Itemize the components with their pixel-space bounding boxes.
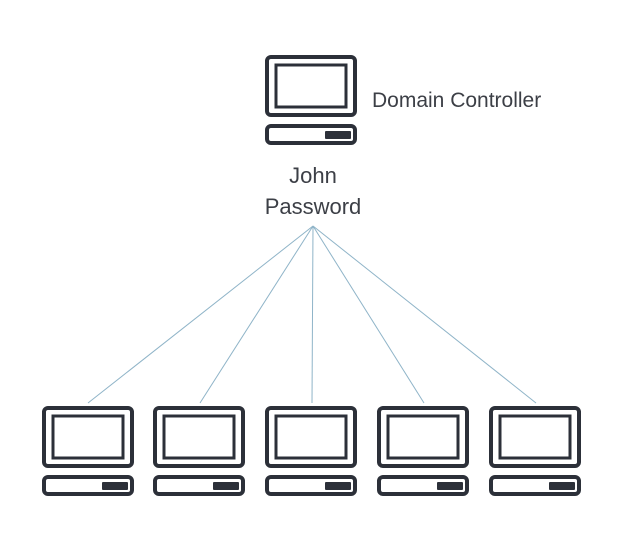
drive-slot [437, 482, 463, 490]
monitor-screen [386, 414, 460, 460]
monitor-screen [498, 414, 572, 460]
monitor-screen [162, 414, 236, 460]
monitor-screen [51, 414, 125, 460]
client-1-computer-icon [42, 406, 134, 496]
monitor-screen [274, 414, 348, 460]
connector-line-5 [312, 225, 537, 404]
domain-controller-label: Domain Controller [372, 89, 542, 112]
connector-line-3 [311, 225, 314, 404]
computer-base [377, 475, 469, 496]
client-5-computer-icon [489, 406, 581, 496]
drive-slot [325, 482, 351, 490]
computer-base [265, 475, 357, 496]
connector-line-1 [87, 225, 314, 404]
client-4-computer-icon [377, 406, 469, 496]
monitor-frame [377, 406, 469, 468]
monitor-frame [265, 406, 357, 468]
connector-line-2 [199, 225, 314, 404]
computer-base [42, 475, 134, 496]
drive-slot [325, 131, 351, 139]
username-text: John [289, 163, 337, 188]
password-text: Password [264, 194, 362, 219]
monitor-frame [265, 55, 357, 117]
client-3-computer-icon [265, 406, 357, 496]
connector-lines [87, 225, 537, 404]
domain-controller-icon [265, 55, 357, 145]
computer-base [153, 475, 245, 496]
drive-slot [102, 482, 128, 490]
monitor-frame [42, 406, 134, 468]
credentials-label: John Password [254, 160, 372, 222]
drive-slot [549, 482, 575, 490]
computer-base [265, 124, 357, 145]
computer-base [489, 475, 581, 496]
drive-slot [213, 482, 239, 490]
client-2-computer-icon [153, 406, 245, 496]
connector-line-4 [312, 225, 425, 404]
monitor-frame [153, 406, 245, 468]
computer-nodes [42, 55, 581, 496]
monitor-screen [274, 63, 348, 109]
monitor-frame [489, 406, 581, 468]
